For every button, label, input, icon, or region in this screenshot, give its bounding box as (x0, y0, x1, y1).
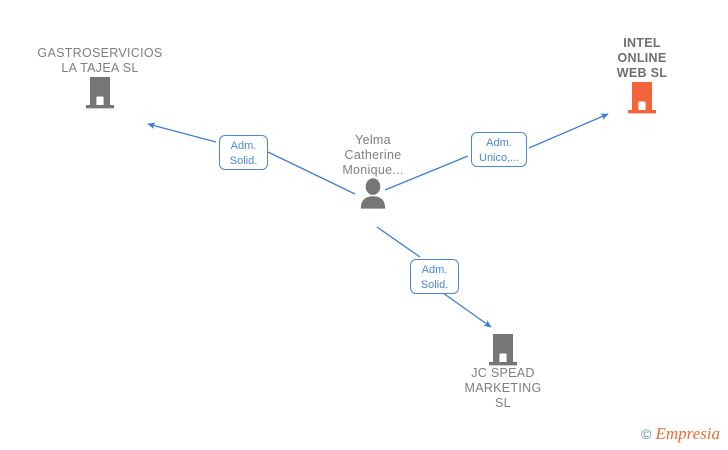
edge-label-edge-to-jc-spead-marketing[interactable]: Adm. Solid. (410, 259, 459, 294)
empresia-watermark: © Empresia (641, 425, 720, 442)
graph-node-jc-spead-marketing[interactable]: JC SPEAD MARKETING SL (428, 333, 578, 411)
edge-to-jc-spead-marketing-line (376, 226, 421, 258)
edge-to-jc-spead-marketing-arrow (442, 292, 492, 328)
edge-to-intel-online-web-arrow (528, 113, 609, 149)
company-building-icon (86, 77, 114, 109)
graph-node-intel-online-web[interactable]: INTEL ONLINE WEB SL (567, 36, 717, 114)
company-building-icon (628, 82, 656, 114)
brand-name: Empresia (655, 424, 720, 443)
node-label-gastroservicios: GASTROSERVICIOS LA TAJEA SL (37, 46, 163, 75)
edge-label-edge-to-intel-online-web[interactable]: Adm. Unico,... (471, 132, 527, 167)
graph-node-gastroservicios[interactable]: GASTROSERVICIOS LA TAJEA SL (25, 46, 175, 109)
person-avatar-icon (360, 178, 386, 209)
node-label-jc-spead-marketing: JC SPEAD MARKETING SL (464, 366, 542, 410)
edge-to-gastroservicios-arrow (147, 122, 217, 143)
graph-node-yelma-catherine-monique[interactable]: Yelma Catherine Monique... (298, 133, 448, 209)
edge-label-edge-to-gastroservicios[interactable]: Adm. Solid. (219, 135, 268, 170)
node-label-yelma-catherine-monique: Yelma Catherine Monique... (342, 133, 404, 177)
copyright-symbol: © (641, 425, 652, 442)
company-building-icon (489, 334, 517, 366)
node-label-intel-online-web: INTEL ONLINE WEB SL (616, 36, 668, 80)
